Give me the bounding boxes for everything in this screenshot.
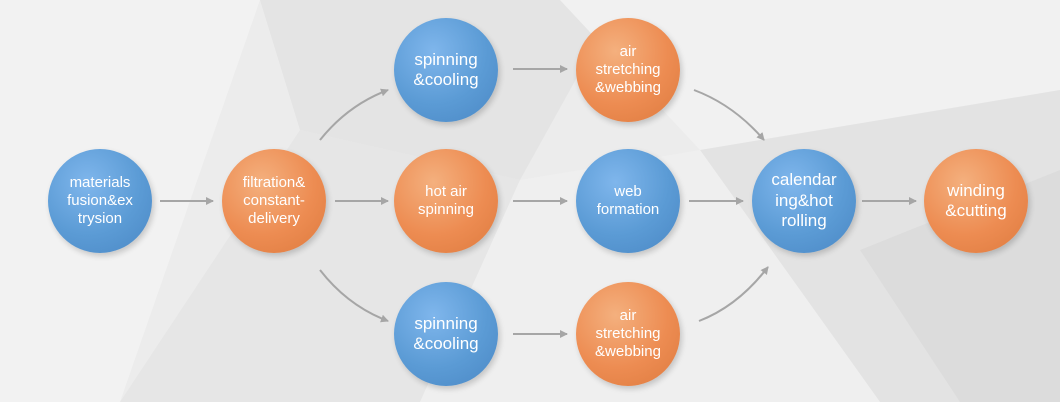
arrow-air-top-to-calendar [693, 89, 765, 141]
arrow-filtration-to-spinning-top [319, 88, 389, 141]
node-materials-fusion-extrusion: materials fusion&ex trysion [48, 149, 152, 253]
node-filtration-constant-delivery: filtration& constant- delivery [222, 149, 326, 253]
node-web-formation: web formation [576, 149, 680, 253]
node-label: winding &cutting [945, 180, 1007, 220]
node-label: spinning &cooling [413, 49, 479, 89]
node-label: hot air spinning [418, 183, 474, 218]
node-hot-air-spinning: hot air spinning [394, 149, 498, 253]
node-spinning-cooling-bottom: spinning &cooling [394, 282, 498, 386]
node-air-stretching-webbing-bottom: air stretching &webbing [576, 282, 680, 386]
arrow-filtration-to-spinning-bottom [319, 269, 389, 323]
node-winding-cutting: winding &cutting [924, 149, 1028, 253]
node-label: calendar ing&hot rolling [771, 170, 837, 231]
node-air-stretching-webbing-top: air stretching &webbing [576, 18, 680, 122]
node-label: filtration& constant- delivery [242, 174, 306, 227]
node-label: web formation [596, 183, 660, 218]
node-label: air stretching &webbing [595, 307, 661, 360]
node-calendaring-hot-rolling: calendar ing&hot rolling [752, 149, 856, 253]
node-label: spinning &cooling [413, 313, 479, 353]
node-label: materials fusion&ex trysion [67, 174, 133, 227]
node-spinning-cooling-top: spinning &cooling [394, 18, 498, 122]
arrow-air-bottom-to-calendar [698, 266, 769, 322]
node-label: air stretching &webbing [595, 43, 661, 96]
